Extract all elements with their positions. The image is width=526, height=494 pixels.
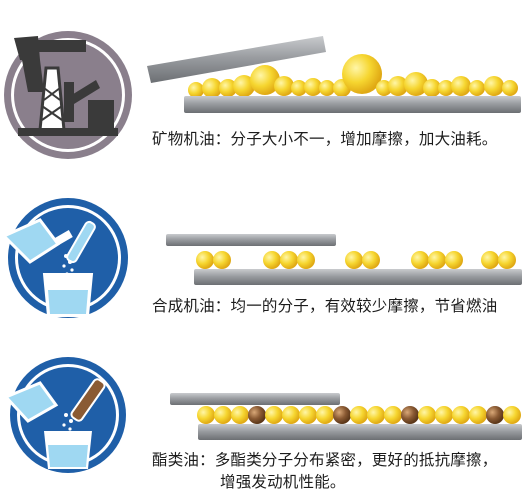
oil-molecules — [197, 406, 521, 424]
lab-flask-pour-icon — [1, 198, 128, 318]
oil-molecules — [188, 54, 518, 98]
mineral-oil-caption: 矿物机油：分子大小不一，增加摩擦，加大油耗。 — [152, 130, 498, 148]
ester-oil-illustration — [3, 357, 522, 473]
mineral-oil-panel: 矿物机油：分子大小不一，增加摩擦，加大油耗。 — [0, 0, 526, 165]
lower-metal-bar — [198, 424, 522, 440]
upper-metal-bar — [147, 36, 326, 83]
lower-metal-bar — [194, 269, 522, 285]
upper-metal-bar — [170, 393, 340, 405]
ester-oil-caption: 酯类油：多酯类分子分布紧密，更好的抵抗摩擦， 增强发动机性能。 — [152, 449, 497, 493]
lab-flask-tube-pour-icon — [3, 357, 126, 473]
synthetic-oil-caption: 合成机油：均一的分子，有效较少摩擦，节省燃油 — [152, 297, 498, 315]
lower-metal-bar — [184, 96, 521, 113]
oil-derrick-icon — [4, 31, 132, 159]
ester-oil-panel: 酯类油：多酯类分子分布紧密，更好的抵抗摩擦， 增强发动机性能。 — [0, 355, 526, 494]
synthetic-oil-panel: 合成机油：均一的分子，有效较少摩擦，节省燃油 — [0, 190, 526, 330]
ester-oil-caption-line1: 酯类油：多酯类分子分布紧密，更好的抵抗摩擦， — [152, 451, 498, 469]
oil-molecules — [196, 251, 516, 269]
ester-oil-caption-line2: 增强发动机性能。 — [220, 473, 346, 491]
mineral-oil-illustration — [4, 31, 521, 159]
synthetic-oil-illustration — [1, 198, 522, 318]
upper-metal-bar — [166, 234, 336, 246]
